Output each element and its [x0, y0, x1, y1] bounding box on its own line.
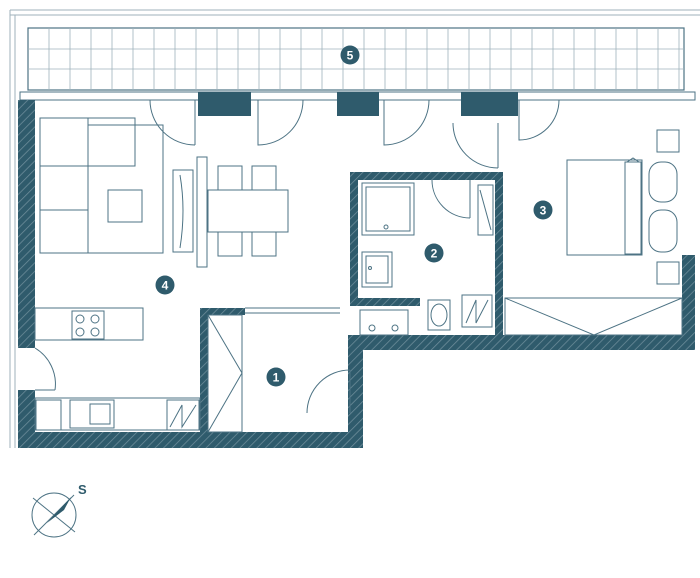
washing-machine-icon: [359, 309, 409, 336]
tv-icon: [172, 156, 208, 268]
balcony: [9, 9, 700, 448]
doors: [34, 99, 560, 414]
boiler-icon: [461, 184, 494, 328]
room-5-label: 5: [347, 49, 354, 63]
room-4-label: 4: [162, 279, 169, 293]
walls: [18, 91, 696, 448]
sofa-icon: [39, 117, 164, 254]
room-1-label: 1: [273, 371, 280, 385]
toilet-icon: [427, 299, 451, 331]
dining-table-icon: [207, 165, 289, 257]
room-1-badge: 1: [266, 367, 286, 387]
bed-icon: [566, 129, 680, 285]
compass-label: S: [78, 482, 87, 497]
room-5-badge: 5: [340, 45, 360, 65]
room-2-badge: 2: [424, 243, 444, 263]
room-2-label: 2: [431, 247, 438, 261]
washbasin-icon: [361, 251, 393, 288]
room-labels: 1 2 3 4 5: [155, 45, 553, 387]
wardrobe-icon: [207, 307, 340, 433]
kitchen-counter-icon: [34, 307, 201, 431]
compass-icon: S: [31, 482, 87, 538]
bedroom-wardrobe-icon: [504, 297, 683, 336]
shower-icon: [361, 182, 415, 236]
room-4-badge: 4: [155, 275, 175, 295]
room-3-label: 3: [540, 204, 547, 218]
room-3-badge: 3: [533, 200, 553, 220]
furniture: [34, 117, 683, 433]
